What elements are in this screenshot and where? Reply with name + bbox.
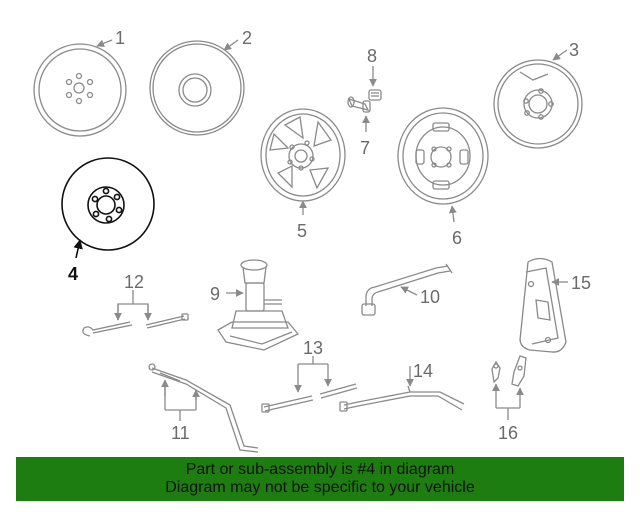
part-7-valve-stem[interactable] [347, 96, 371, 113]
part-8-valve-cap[interactable] [368, 89, 382, 101]
part-16-clips[interactable] [491, 355, 527, 387]
callout-4: 4 [68, 264, 78, 284]
callout-3: 3 [569, 40, 579, 60]
callout-1: 1 [115, 28, 125, 48]
part-15-tool-holder[interactable] [519, 257, 567, 353]
callout-11: 11 [171, 423, 190, 443]
banner-line-2: Diagram may not be specific to your vehi… [165, 479, 475, 496]
callout-9: 9 [210, 284, 220, 304]
banner-line-1: Part or sub-assembly is #4 in diagram [185, 461, 455, 478]
callout-8: 8 [367, 46, 377, 66]
callout-10: 10 [420, 287, 440, 307]
part-12-jack-handle[interactable] [82, 313, 189, 337]
callout-7: 7 [360, 138, 370, 158]
part-11-extension-bar[interactable] [148, 363, 259, 453]
part-14-hook-bar[interactable] [339, 385, 465, 412]
part-3-wheel-disc[interactable] [493, 59, 583, 149]
callout-5: 5 [297, 221, 307, 241]
part-5-alloy-wheel[interactable] [260, 108, 346, 202]
info-banner: Part or sub-assembly is #4 in diagram Di… [16, 457, 624, 501]
callout-6: 6 [452, 228, 462, 248]
part-4-highlighted[interactable] [61, 157, 155, 251]
callout-14: 14 [413, 361, 433, 381]
callout-16: 16 [498, 423, 518, 443]
callout-13: 13 [303, 338, 323, 358]
callout-15: 15 [571, 273, 591, 293]
part-9-jack[interactable] [217, 259, 300, 351]
part-1-wheel-cover[interactable] [33, 43, 127, 137]
callout-12: 12 [124, 272, 144, 292]
part-10-lug-wrench[interactable] [361, 263, 453, 316]
callout-2: 2 [242, 28, 252, 48]
parts-diagram: 1 2 3 8 7 [33, 28, 591, 453]
part-2-wheel-cap[interactable] [149, 40, 245, 136]
part-6-steel-wheel[interactable] [397, 107, 489, 205]
part-13-handle-pieces[interactable] [261, 383, 358, 413]
